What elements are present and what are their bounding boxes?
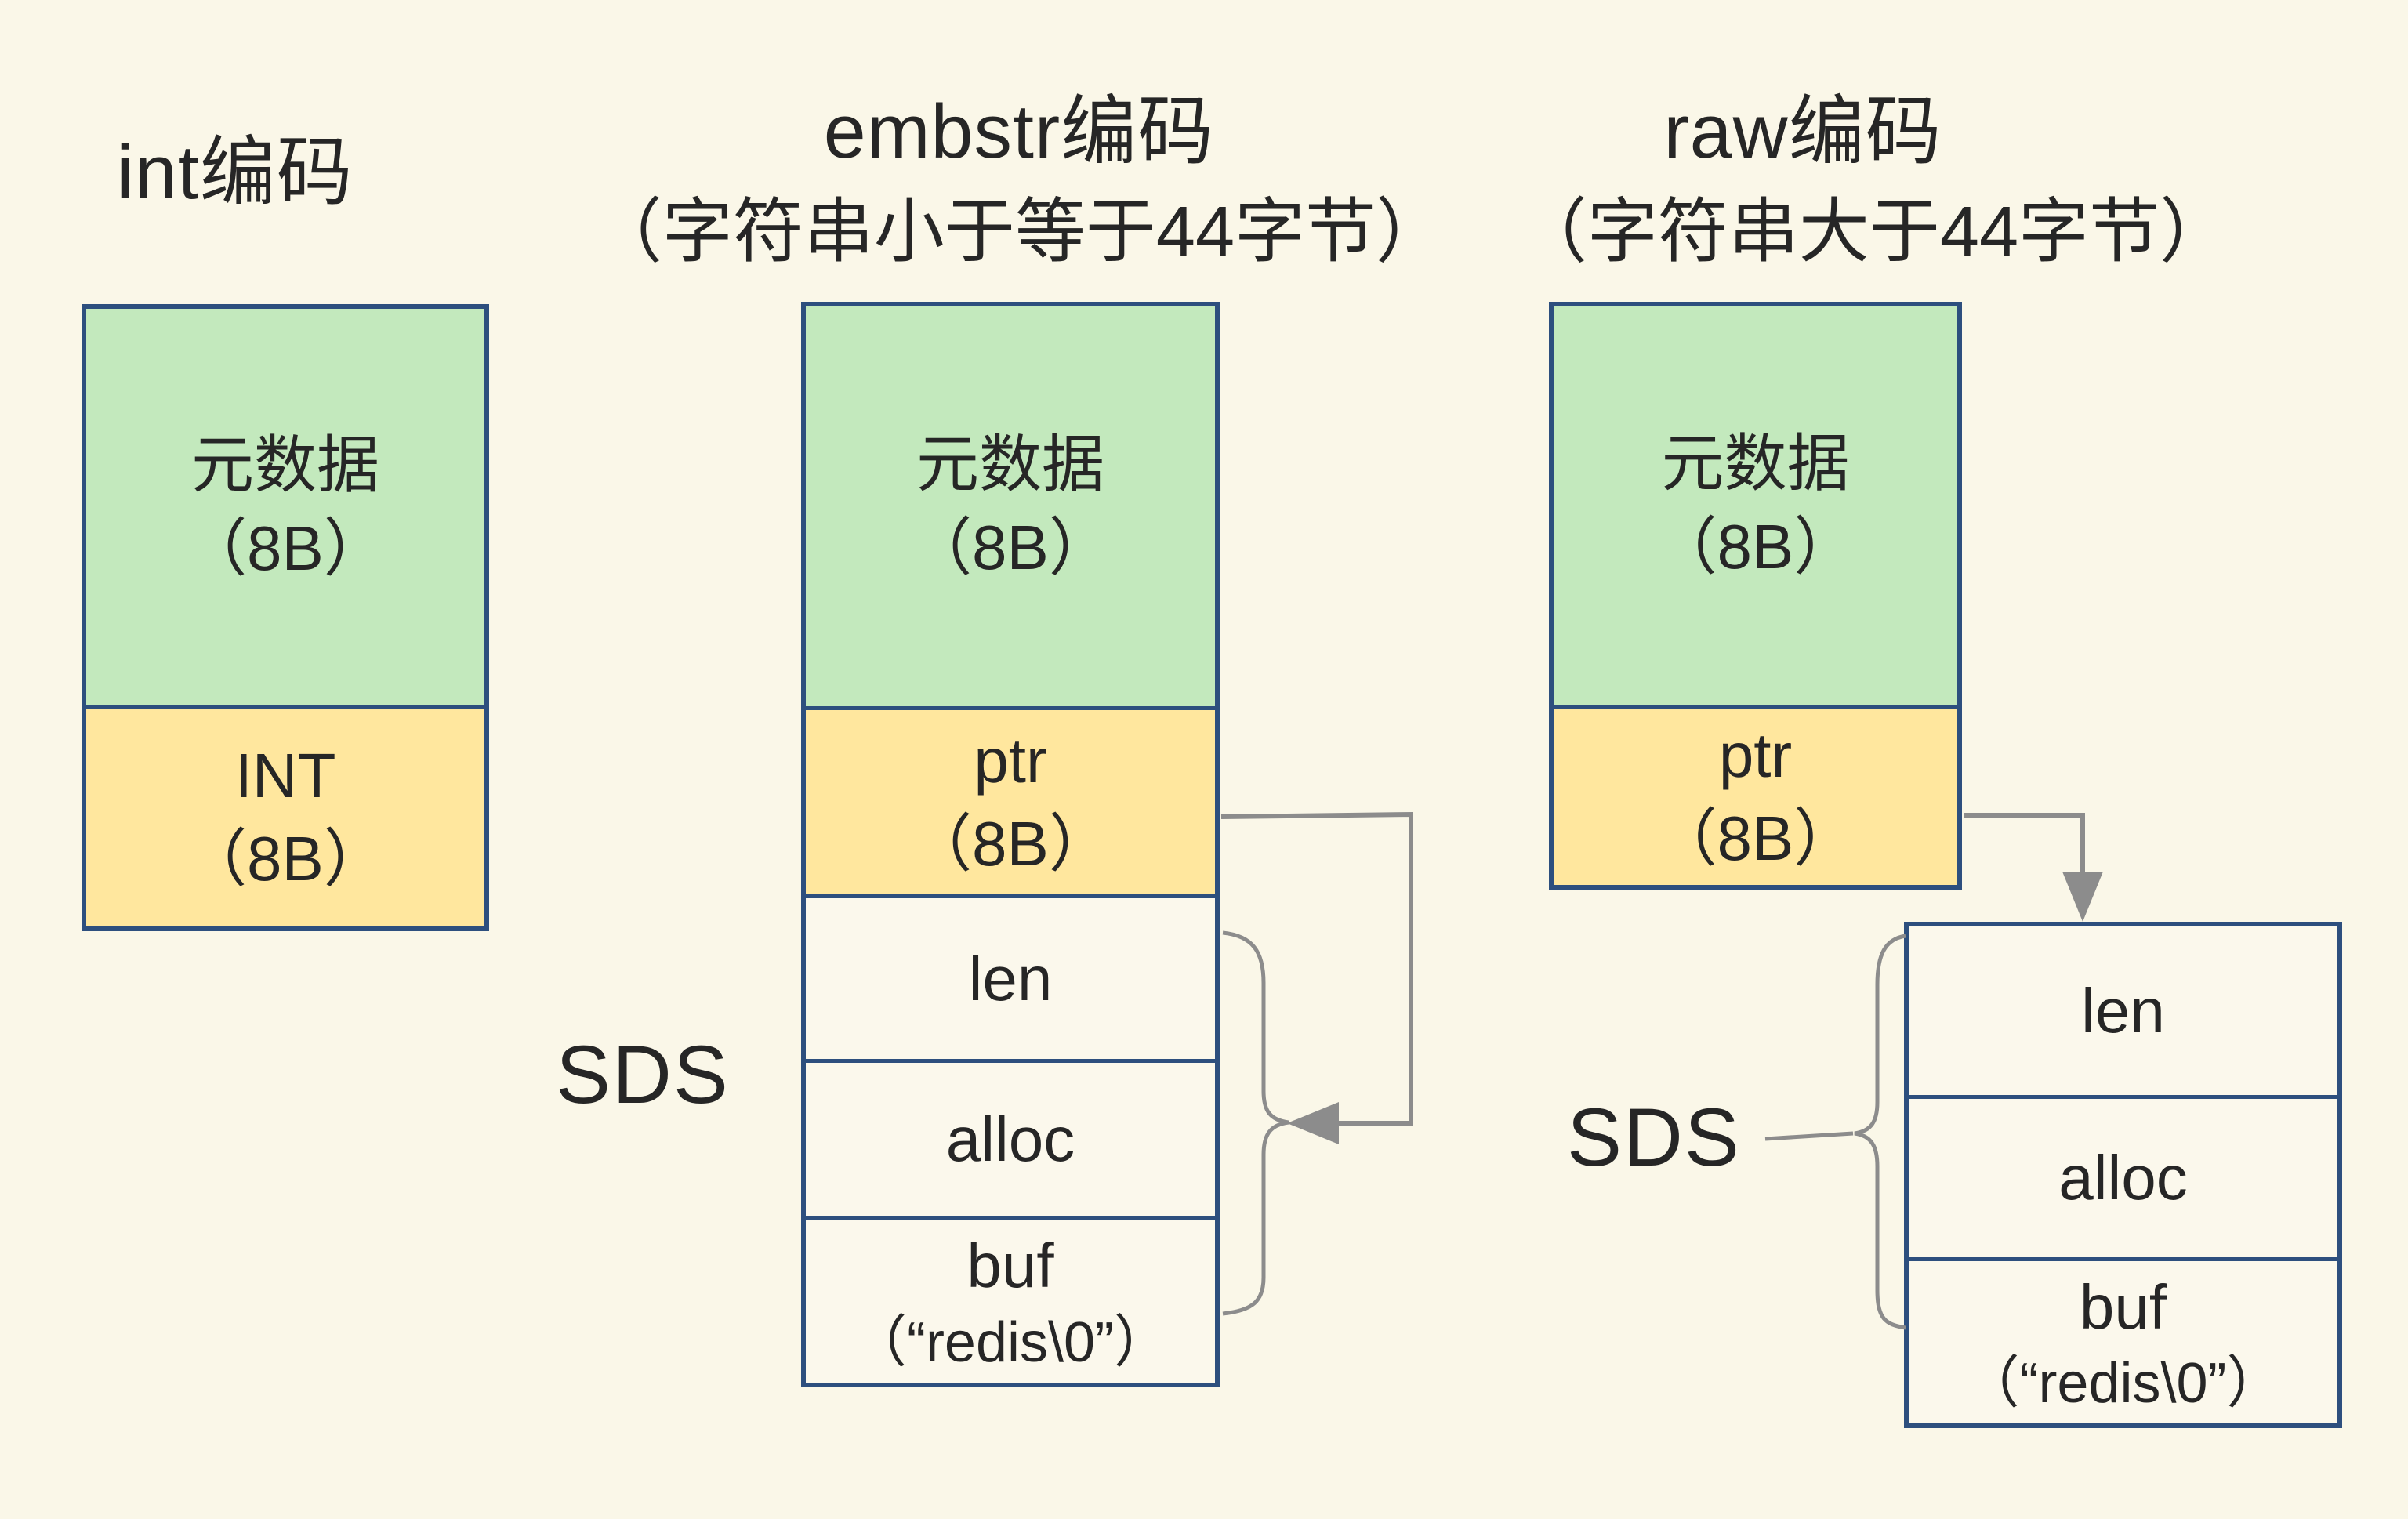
int-metadata-cell: 元数据 （8B） — [86, 309, 484, 705]
raw-sds-alloc-label: alloc — [2058, 1143, 2188, 1213]
embstr-ptr-arrowhead-left-icon — [1287, 1102, 1339, 1144]
raw-object-box: 元数据 （8B） ptr （8B） — [1549, 302, 1962, 890]
embstr-ptr-connector-line — [1220, 811, 1413, 1126]
raw-sds-alloc-cell: alloc — [1909, 1095, 2337, 1257]
raw-sds-label-tick-line — [1764, 1131, 1854, 1141]
raw-ptr-connector-line — [1964, 813, 2085, 900]
embstr-encoding-title: embstr编码 — [823, 89, 1215, 174]
raw-sds-len-cell: len — [1909, 926, 2337, 1095]
embstr-sds-buf-value: （“redis\0”） — [850, 1311, 1171, 1374]
embstr-metadata-cell: 元数据 （8B） — [806, 306, 1215, 706]
embstr-sds-buf-cell: buf （“redis\0”） — [806, 1216, 1215, 1383]
raw-sds-buf-cell: buf （“redis\0”） — [1909, 1257, 2337, 1423]
embstr-ptr-size: （8B） — [909, 808, 1112, 879]
int-encoding-title: int编码 — [117, 129, 354, 215]
int-object-box: 元数据 （8B） INT （8B） — [82, 304, 489, 931]
int-value-cell: INT （8B） — [86, 705, 484, 926]
embstr-sds-buf-label: buf — [966, 1231, 1054, 1301]
int-metadata-label: 元数据 — [191, 430, 379, 500]
raw-sds-buf-value: （“redis\0”） — [1963, 1352, 2283, 1416]
embstr-sds-alloc-label: alloc — [945, 1104, 1075, 1174]
raw-encoding-title: raw编码 — [1663, 89, 1942, 174]
raw-ptr-size: （8B） — [1654, 803, 1857, 873]
embstr-encoding-subtitle: （字符串小于等于44字节） — [591, 193, 1447, 271]
embstr-sds-len-label: len — [968, 943, 1053, 1013]
int-value-label: INT — [234, 741, 336, 811]
int-value-size: （8B） — [184, 824, 386, 894]
raw-sds-buf-label: buf — [2079, 1271, 2167, 1342]
raw-sds-box: len alloc buf （“redis\0”） — [1904, 922, 2342, 1428]
embstr-ptr-cell: ptr （8B） — [806, 706, 1215, 894]
raw-metadata-size: （8B） — [1654, 512, 1857, 582]
embstr-sds-alloc-cell: alloc — [806, 1059, 1215, 1216]
raw-ptr-label: ptr — [1718, 720, 1793, 790]
embstr-sds-label: SDS — [556, 1029, 730, 1121]
embstr-object-box: 元数据 （8B） ptr （8B） len alloc buf （“redis\… — [801, 302, 1220, 1387]
raw-encoding-subtitle: （字符串大于44字节） — [1516, 193, 2231, 271]
embstr-metadata-size: （8B） — [909, 513, 1112, 582]
raw-metadata-cell: 元数据 （8B） — [1554, 306, 1957, 705]
embstr-ptr-label: ptr — [974, 725, 1047, 796]
raw-sds-brace — [1854, 934, 1906, 1330]
embstr-sds-brace — [1222, 930, 1289, 1316]
int-metadata-size: （8B） — [184, 513, 386, 583]
raw-ptr-cell: ptr （8B） — [1554, 705, 1957, 885]
embstr-metadata-label: 元数据 — [916, 430, 1104, 500]
raw-ptr-arrowhead-down-icon — [2062, 872, 2103, 922]
embstr-sds-len-cell: len — [806, 894, 1215, 1059]
raw-sds-label: SDS — [1567, 1092, 1741, 1184]
raw-metadata-label: 元数据 — [1661, 429, 1850, 499]
raw-sds-len-label: len — [2081, 975, 2165, 1046]
